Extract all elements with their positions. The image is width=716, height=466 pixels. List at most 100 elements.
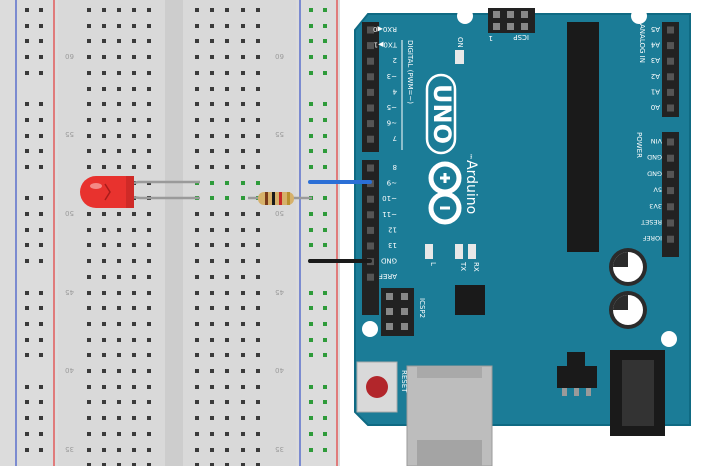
digital-pin-hole[interactable] <box>367 57 374 65</box>
arduino-logo-icon <box>428 161 462 225</box>
breadboard-hole <box>256 165 260 169</box>
rail-hole <box>25 353 29 357</box>
rail-hole <box>323 149 327 153</box>
breadboard-hole <box>241 291 245 295</box>
breadboard-hole <box>225 400 229 404</box>
breadboard-hole <box>195 55 199 59</box>
digital-pin-hole[interactable] <box>367 273 374 281</box>
breadboard-hole <box>132 134 136 138</box>
breadboard-hole <box>225 322 229 326</box>
breadboard-hole <box>256 134 260 138</box>
power-pin-label: IOREF <box>642 234 662 242</box>
rail-hole <box>39 71 43 75</box>
row-number-35-left: 35 <box>65 445 74 453</box>
breadboard-hole <box>195 165 199 169</box>
breadboard-hole <box>132 322 136 326</box>
breadboard-hole <box>87 448 91 452</box>
breadboard-hole <box>195 306 199 310</box>
digital-pin-hole[interactable] <box>367 164 374 172</box>
digital-pin-hole[interactable] <box>367 242 374 250</box>
breadboard-hole <box>225 448 229 452</box>
mounting-hole-top-right <box>631 8 647 24</box>
reset-button-cap[interactable] <box>366 376 388 398</box>
digital-pin-label: 2 <box>393 56 397 64</box>
breadboard-hole <box>195 275 199 279</box>
breadboard-hole <box>102 24 106 28</box>
breadboard-hole <box>256 228 260 232</box>
digital-pin-hole[interactable] <box>367 104 374 112</box>
breadboard-hole <box>256 322 260 326</box>
rail-hole <box>25 416 29 420</box>
breadboard-hole <box>241 102 245 106</box>
center-channel <box>165 0 183 466</box>
breadboard-hole <box>256 432 260 436</box>
analog-pin-label: A2 <box>651 72 660 80</box>
analog-pin-hole[interactable] <box>667 26 674 34</box>
analog-pin-hole[interactable] <box>667 73 674 81</box>
digital-pin-hole[interactable] <box>367 88 374 96</box>
breadboard-hole <box>210 118 214 122</box>
rail-hole <box>309 416 313 420</box>
rail-hole <box>25 400 29 404</box>
digital-pin-hole[interactable] <box>367 120 374 128</box>
power-pin-hole[interactable] <box>667 219 674 227</box>
led-rx <box>468 244 476 259</box>
breadboard-hole <box>117 416 121 420</box>
analog-pin-label: A1 <box>651 87 660 95</box>
breadboard-hole <box>117 212 121 216</box>
rail-hole <box>309 448 313 452</box>
power-header <box>662 132 679 257</box>
digital-pin-label: 8 <box>393 163 397 171</box>
breadboard-hole <box>225 118 229 122</box>
digital-pin-hole[interactable] <box>367 42 374 50</box>
breadboard-hole <box>256 275 260 279</box>
analog-pin-hole[interactable] <box>667 42 674 50</box>
breadboard-hole <box>132 448 136 452</box>
breadboard-hole <box>87 291 91 295</box>
digital-pin-hole[interactable] <box>367 26 374 34</box>
breadboard-hole <box>132 24 136 28</box>
breadboard-hole <box>210 196 214 200</box>
digital-pin-hole[interactable] <box>367 226 374 234</box>
resistor-icon <box>258 192 294 205</box>
row-number-50-left: 50 <box>65 209 74 217</box>
power-pin-hole[interactable] <box>667 138 674 146</box>
breadboard-hole <box>132 463 136 466</box>
breadboard-hole <box>195 212 199 216</box>
rail-hole <box>25 149 29 153</box>
power-pin-hole[interactable] <box>667 235 674 243</box>
rail-hole <box>25 306 29 310</box>
breadboard-hole <box>132 102 136 106</box>
power-pin-hole[interactable] <box>667 170 674 178</box>
breadboard-hole <box>147 275 151 279</box>
breadboard-hole <box>225 165 229 169</box>
analog-pin-hole[interactable] <box>667 88 674 96</box>
breadboard-hole <box>132 71 136 75</box>
breadboard-hole <box>102 353 106 357</box>
breadboard-hole <box>87 322 91 326</box>
analog-header-label: ANALOG IN <box>638 24 646 63</box>
breadboard-hole <box>147 118 151 122</box>
breadboard-hole <box>117 322 121 326</box>
rail-hole <box>39 228 43 232</box>
digital-pin-hole[interactable] <box>367 73 374 81</box>
mounting-hole-left <box>362 321 378 337</box>
analog-pin-hole[interactable] <box>667 57 674 65</box>
breadboard-hole <box>147 416 151 420</box>
breadboard-hole <box>132 228 136 232</box>
breadboard-hole <box>241 448 245 452</box>
trademark-label: ™ <box>465 153 473 160</box>
power-pin-hole[interactable] <box>667 203 674 211</box>
analog-pin-hole[interactable] <box>667 104 674 112</box>
breadboard-hole <box>241 87 245 91</box>
digital-pin-hole[interactable] <box>367 195 374 203</box>
power-pin-hole[interactable] <box>667 187 674 195</box>
breadboard-hole <box>195 8 199 12</box>
power-pin-hole[interactable] <box>667 154 674 162</box>
power-pin-label: RESET <box>641 218 662 226</box>
power-pin-label: 3V3 <box>649 202 662 210</box>
digital-pin-hole[interactable] <box>367 211 374 219</box>
digital-pin-hole[interactable] <box>367 135 374 143</box>
power-pin-label: GND <box>647 153 662 161</box>
breadboard-hole <box>256 55 260 59</box>
